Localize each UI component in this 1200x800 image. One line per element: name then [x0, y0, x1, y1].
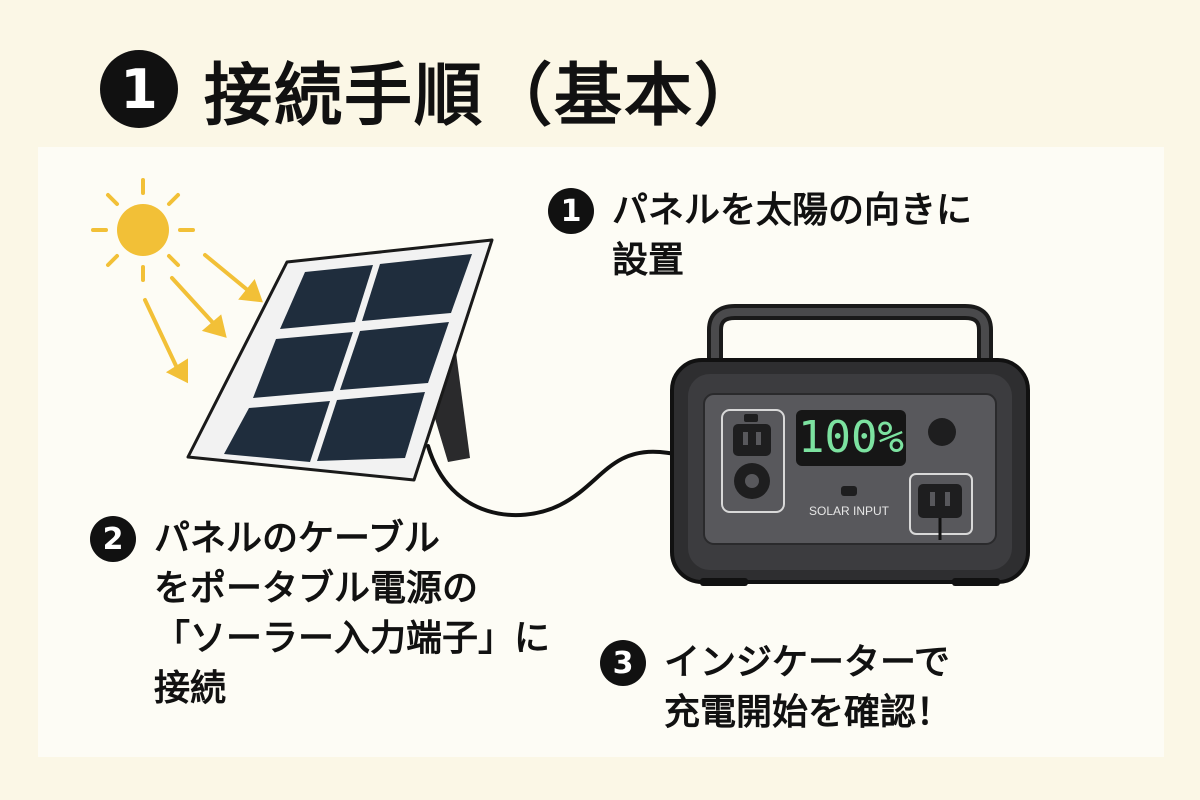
step-3-text: インジケーターで 充電開始を確認！ — [664, 642, 953, 733]
solar-panel-icon — [186, 238, 494, 482]
solar-input-label: SOLAR INPUT — [809, 504, 890, 518]
ac-outlet-icon — [733, 424, 771, 456]
ac-outlet-icon-right — [918, 484, 962, 518]
step-2: 2 パネルのケーブル をポータブル電源の 「ソーラー入力端子」に 接続 — [90, 514, 590, 714]
step-2-badge: 2 — [90, 516, 136, 562]
title-text: 接続手順（基本） — [204, 56, 765, 136]
sun-icon — [91, 178, 195, 282]
battery-display — [796, 410, 906, 466]
power-button-icon — [928, 418, 956, 446]
page-title: 1 接続手順（基本） — [100, 44, 764, 136]
step-1: 1 パネルを太陽の向きに 設置 — [548, 186, 1048, 286]
title-number-badge: 1 — [100, 50, 178, 128]
step-1-badge: 1 — [548, 188, 594, 234]
portable-power-station: 100% SOLAR INPUT — [670, 304, 1030, 586]
battery-level-display: 100% — [798, 412, 904, 463]
step-2-text: パネルのケーブル をポータブル電源の 「ソーラー入力端子」に 接続 — [154, 518, 551, 709]
step-3: 3 インジケーターで 充電開始を確認！ — [600, 638, 1060, 738]
sunlight-arrows — [143, 253, 263, 384]
step-3-badge: 3 — [600, 640, 646, 686]
step-1-text: パネルを太陽の向きに 設置 — [612, 190, 973, 281]
